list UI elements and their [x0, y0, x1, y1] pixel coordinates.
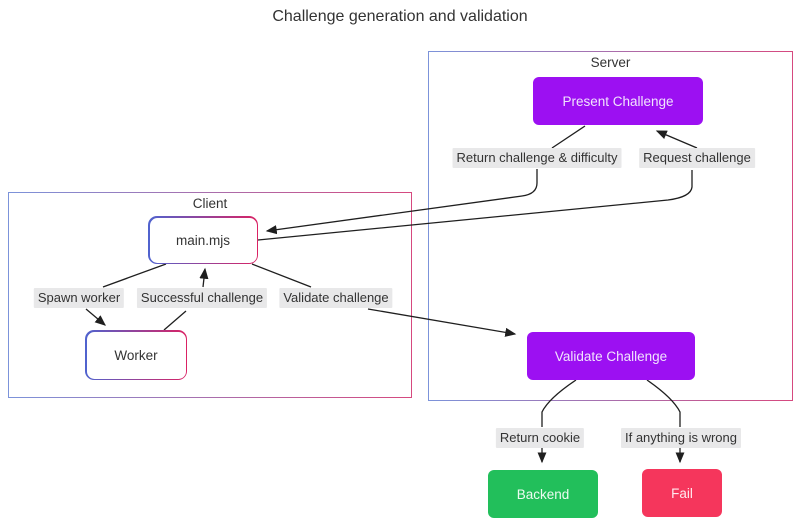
edge-label-request-challenge: Request challenge	[639, 148, 755, 169]
edge-main-to-validate-label	[251, 263, 312, 288]
edge-label-successful-challenge: Successful challenge	[136, 288, 268, 309]
edge-successful-label-to-main	[199, 267, 209, 288]
node-worker: Worker	[85, 330, 187, 380]
edge-request-label-to-present	[655, 130, 698, 149]
node-present-challenge: Present Challenge	[533, 77, 703, 125]
node-backend: Backend	[488, 470, 598, 518]
edge-label-return-challenge: Return challenge & difficulty	[452, 148, 622, 169]
edge-validate-to-wrong-label	[646, 379, 681, 427]
edge-label-return-cookie: Return cookie	[495, 428, 585, 449]
edge-main-to-spawn-label	[102, 263, 167, 288]
edge-spawn-label-to-worker	[85, 308, 106, 326]
node-main-mjs-label: main.mjs	[149, 217, 257, 263]
edge-label-if-wrong: If anything is wrong	[620, 428, 742, 449]
edge-label-validate-challenge: Validate challenge	[279, 288, 393, 309]
client-container-label: Client	[192, 196, 228, 211]
node-fail: Fail	[642, 469, 722, 517]
node-validate-challenge: Validate Challenge	[527, 332, 695, 380]
diagram-title: Challenge generation and validation	[272, 8, 528, 25]
edge-validate-to-cookie-label	[541, 379, 577, 427]
edge-worker-to-successful-label	[163, 310, 187, 331]
edge-main-to-request-label	[257, 170, 693, 241]
edge-present-to-return-label	[551, 125, 586, 149]
edge-label-spawn-worker: Spawn worker	[33, 288, 125, 309]
edge-return-label-to-main	[265, 169, 538, 235]
edge-validate-label-to-validate-node	[367, 308, 517, 337]
node-worker-label: Worker	[86, 331, 186, 379]
server-container-label: Server	[590, 55, 631, 70]
node-main-mjs: main.mjs	[148, 216, 258, 264]
